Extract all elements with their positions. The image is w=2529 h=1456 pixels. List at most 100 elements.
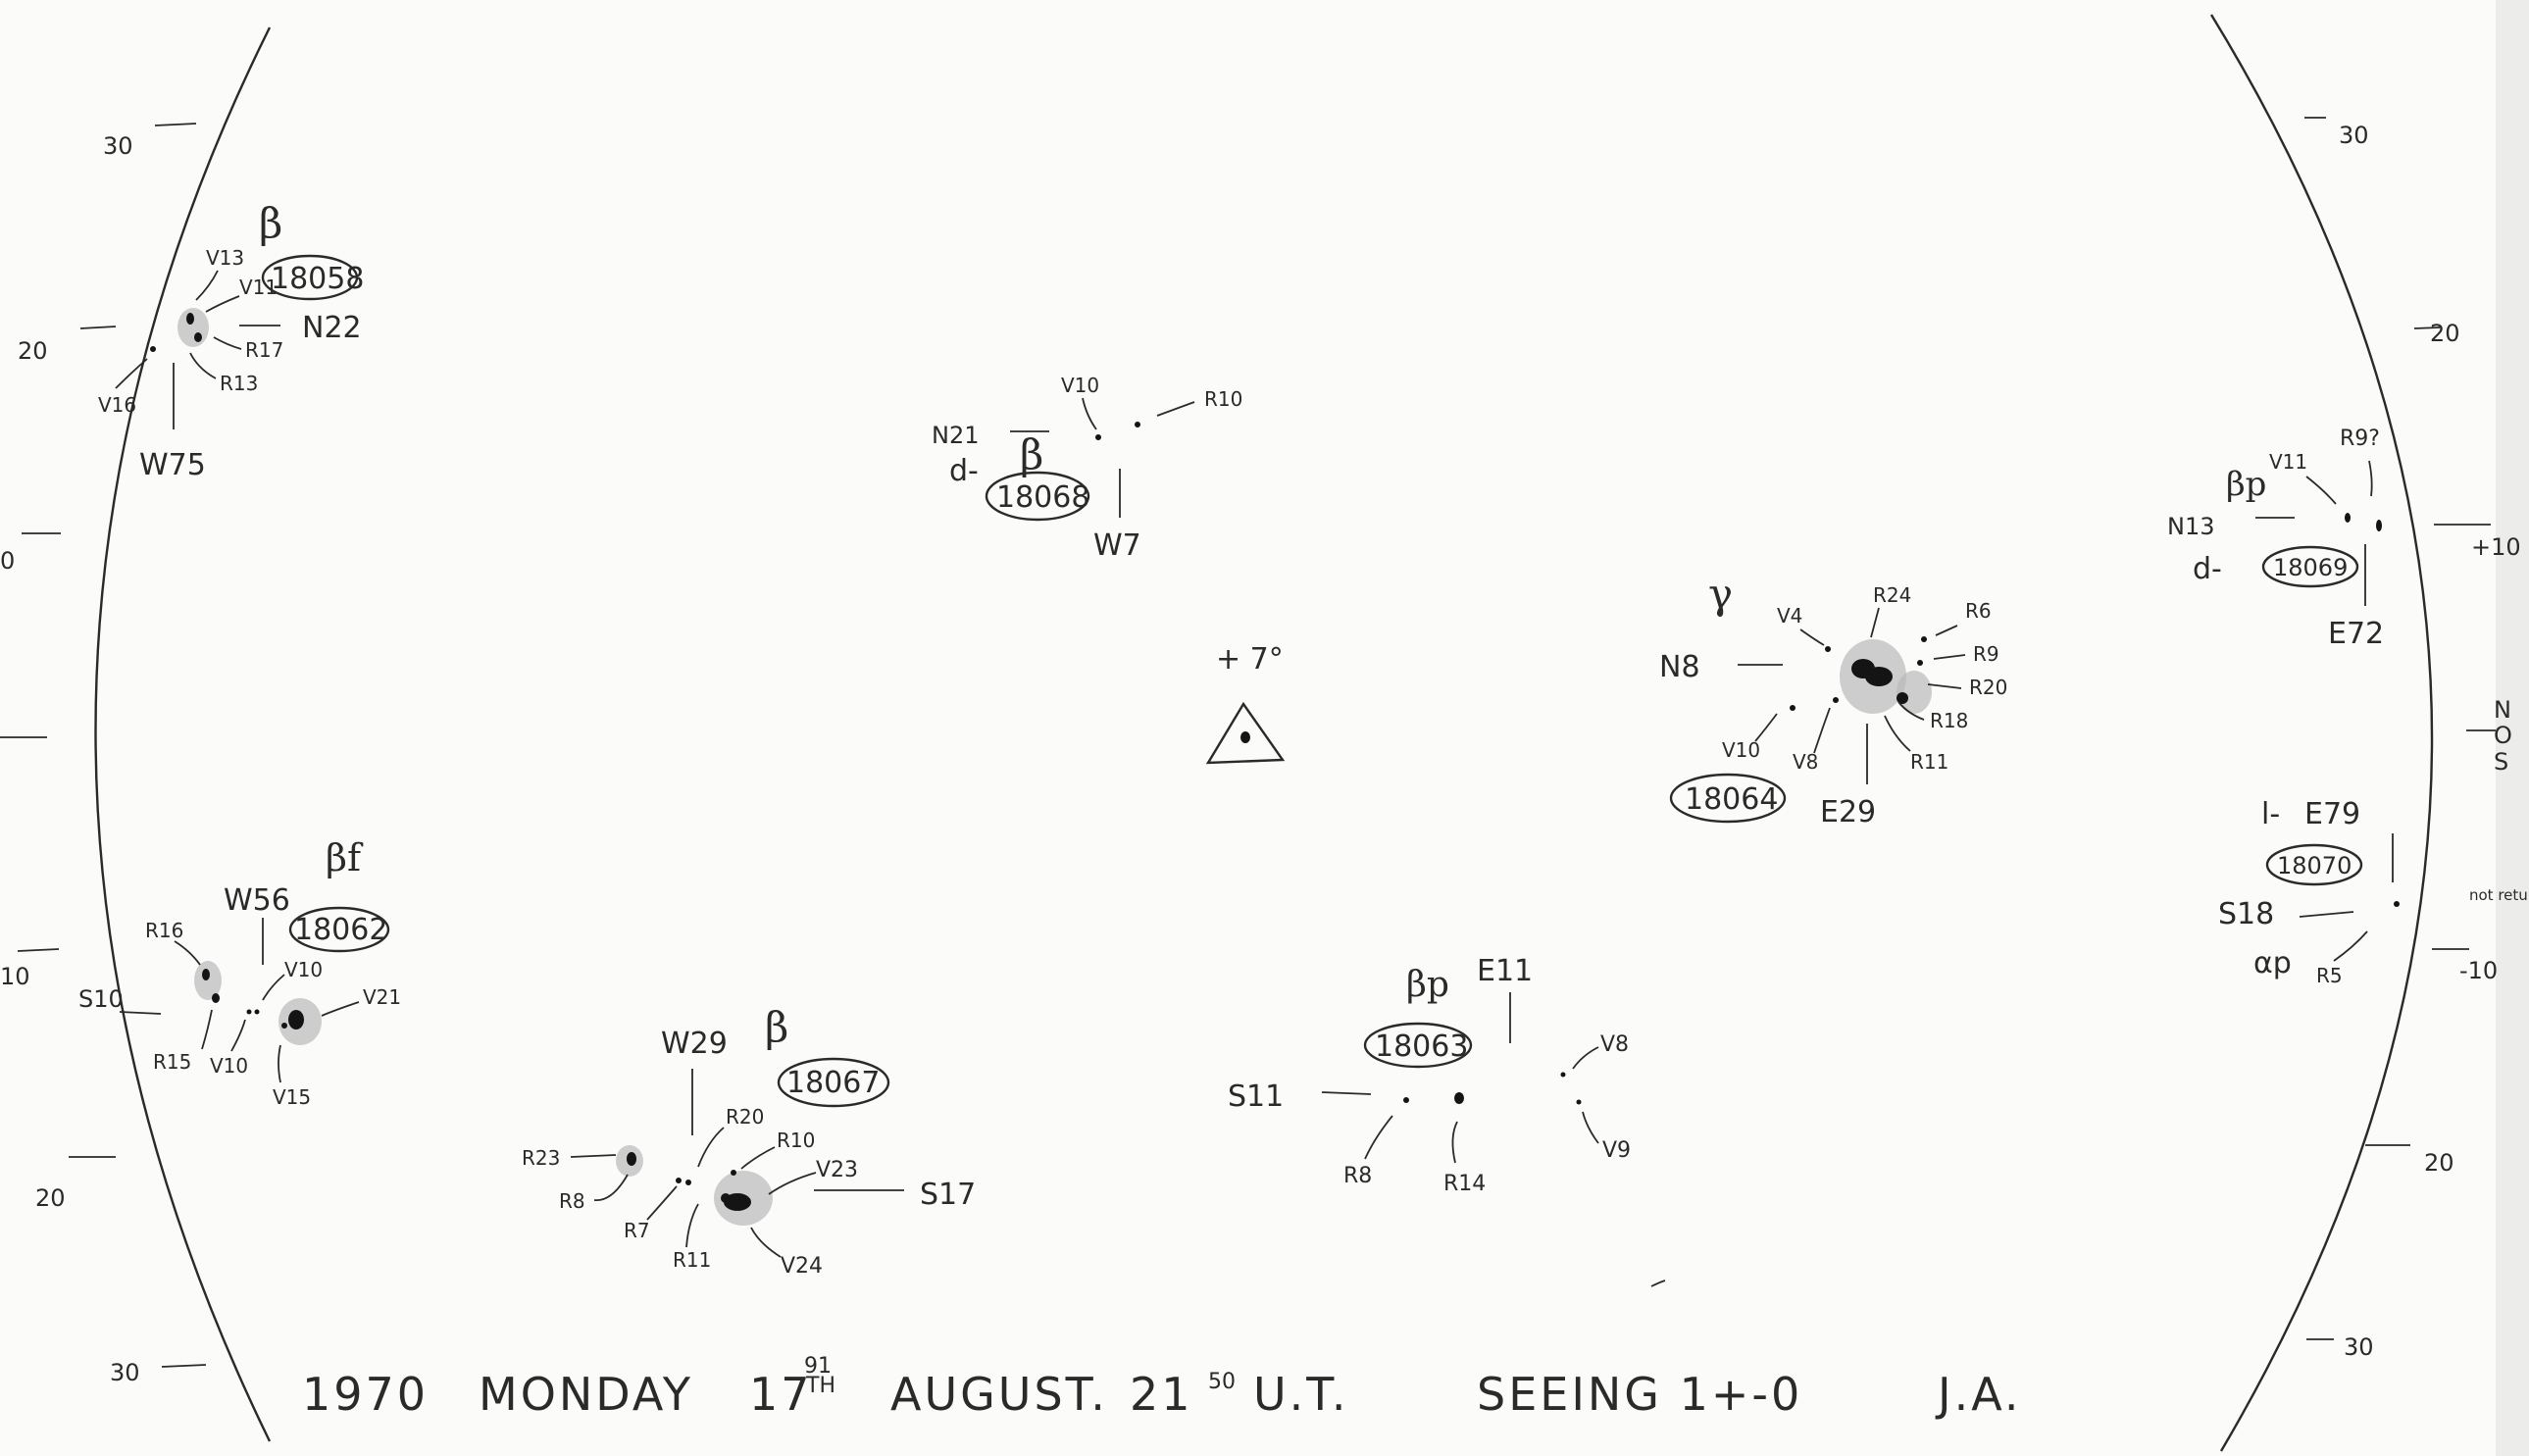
svg-text:18064: 18064	[1685, 782, 1778, 817]
svg-text:N13: N13	[2167, 513, 2215, 540]
group-18067: W29 β 18067 R23 R20 R10 V23 S17 R8 R7 R1…	[522, 1003, 976, 1279]
svg-text:l-: l-	[2261, 797, 2280, 831]
svg-text:18068: 18068	[996, 480, 1089, 515]
stray-mark	[1650, 1280, 1666, 1287]
group-18069: βp V11 R9? N13 d- 18069 E72	[2167, 427, 2384, 651]
svg-text:V16: V16	[98, 393, 136, 417]
svg-text:N: N	[2494, 696, 2511, 724]
svg-text:β: β	[1020, 430, 1043, 478]
svg-text:d-: d-	[949, 454, 979, 488]
svg-text:V10: V10	[284, 958, 323, 981]
svg-text:30: 30	[2344, 1333, 2374, 1361]
svg-text:R20: R20	[726, 1105, 764, 1129]
svg-text:V15: V15	[273, 1085, 311, 1109]
group-18064: γ N8 V4 R24 R6 R9 R20 R18 R11 V10 V8 E29…	[1659, 570, 2007, 829]
svg-text:20: 20	[2424, 1149, 2454, 1177]
svg-text:V11: V11	[239, 276, 278, 299]
svg-text:V9: V9	[1602, 1138, 1631, 1163]
svg-text:W29: W29	[661, 1027, 728, 1061]
svg-text:V10: V10	[1722, 738, 1760, 762]
svg-text:d-: d-	[2193, 552, 2222, 586]
center-marker: + 7°	[1205, 642, 1286, 765]
svg-text:β: β	[765, 1003, 788, 1051]
group-18070: l- E79 18070 S18 αp R5	[2218, 797, 2400, 987]
svg-text:R5: R5	[2316, 964, 2343, 987]
svg-text:V21: V21	[363, 985, 401, 1009]
svg-text:R14: R14	[1443, 1172, 1486, 1196]
svg-text:AUGUST.: AUGUST.	[890, 1368, 1108, 1421]
svg-text:TH: TH	[805, 1374, 835, 1398]
svg-text:R18: R18	[1930, 709, 1968, 732]
svg-text:N21: N21	[932, 422, 980, 449]
svg-text:U.T.: U.T.	[1253, 1368, 1349, 1421]
svg-text:-10: -10	[2459, 957, 2498, 984]
svg-text:R8: R8	[559, 1189, 585, 1213]
svg-text:R16: R16	[145, 919, 183, 942]
svg-text:V11: V11	[2269, 450, 2307, 474]
svg-text:1970: 1970	[302, 1368, 429, 1421]
svg-text:N22: N22	[302, 311, 362, 345]
svg-text:S17: S17	[920, 1178, 976, 1212]
group-18062: βf W56 18062 S10 R16 V10 V21 R15 V10 V15	[78, 836, 401, 1109]
svg-text:50: 50	[1208, 1370, 1236, 1394]
svg-text:18063: 18063	[1375, 1029, 1468, 1064]
svg-text:αp: αp	[2253, 946, 2292, 980]
svg-text:γ: γ	[1708, 570, 1733, 618]
svg-text:10: 10	[0, 963, 30, 990]
svg-text:R13: R13	[220, 372, 258, 395]
svg-text:0: 0	[0, 547, 15, 575]
svg-text:V4: V4	[1777, 604, 1802, 628]
left-scale: 30 20 0 10 20 30	[0, 123, 207, 1386]
paper-edge	[2496, 0, 2529, 1456]
svg-text:R17: R17	[245, 338, 283, 362]
svg-text:V8: V8	[1600, 1032, 1629, 1057]
svg-text:S18: S18	[2218, 897, 2274, 931]
svg-text:V10: V10	[210, 1054, 248, 1078]
right-scale: 30 20 +10 N O S -10 20 30 not returned	[2304, 117, 2529, 1361]
observation-caption: 1970 MONDAY 17 91 TH AUGUST. 21 50 U.T. …	[302, 1354, 2021, 1421]
svg-text:91: 91	[804, 1354, 832, 1379]
svg-text:N8: N8	[1659, 650, 1700, 684]
svg-text:R10: R10	[1204, 387, 1242, 411]
svg-text:+ 7°: + 7°	[1216, 642, 1284, 677]
group-18063: βp E11 18063 S11 V8 V9 R8 R14	[1228, 954, 1631, 1196]
svg-text:R9?: R9?	[2340, 427, 2380, 451]
svg-text:V13: V13	[206, 246, 244, 270]
svg-text:E29: E29	[1820, 795, 1876, 829]
svg-text:V8: V8	[1793, 750, 1818, 774]
right-limb-arc	[2209, 14, 2434, 1452]
svg-text:J.A.: J.A.	[1935, 1368, 2021, 1421]
svg-text:E11: E11	[1477, 954, 1533, 988]
svg-text:20: 20	[18, 337, 48, 365]
svg-text:20: 20	[35, 1184, 66, 1212]
svg-text:O: O	[2494, 722, 2512, 749]
svg-text:βp: βp	[1406, 965, 1449, 1005]
svg-text:R23: R23	[522, 1146, 560, 1170]
svg-text:βf: βf	[326, 836, 364, 879]
svg-text:S10: S10	[78, 985, 124, 1013]
svg-text:30: 30	[2339, 122, 2369, 149]
svg-text:V23: V23	[816, 1158, 858, 1182]
svg-text:20: 20	[2430, 320, 2460, 347]
svg-text:30: 30	[103, 132, 133, 160]
svg-text:not returned: not returned	[2469, 886, 2529, 904]
svg-text:E79: E79	[2304, 797, 2360, 831]
svg-text:R11: R11	[673, 1248, 711, 1272]
svg-text:R10: R10	[777, 1129, 815, 1152]
svg-text:R9: R9	[1973, 642, 1999, 666]
svg-text:W75: W75	[139, 448, 206, 482]
svg-text:S11: S11	[1228, 1079, 1284, 1114]
svg-text:18067: 18067	[786, 1066, 880, 1100]
svg-text:R15: R15	[153, 1050, 191, 1074]
svg-text:S: S	[2494, 748, 2508, 776]
svg-text:R7: R7	[624, 1219, 650, 1242]
svg-text:18069: 18069	[2273, 554, 2348, 581]
svg-text:21: 21	[1130, 1368, 1193, 1421]
svg-text:R20: R20	[1969, 676, 2007, 699]
svg-text:βp: βp	[2226, 465, 2266, 504]
left-limb-arc	[94, 26, 272, 1442]
svg-text:W56: W56	[224, 883, 290, 918]
svg-text:E72: E72	[2328, 617, 2384, 651]
